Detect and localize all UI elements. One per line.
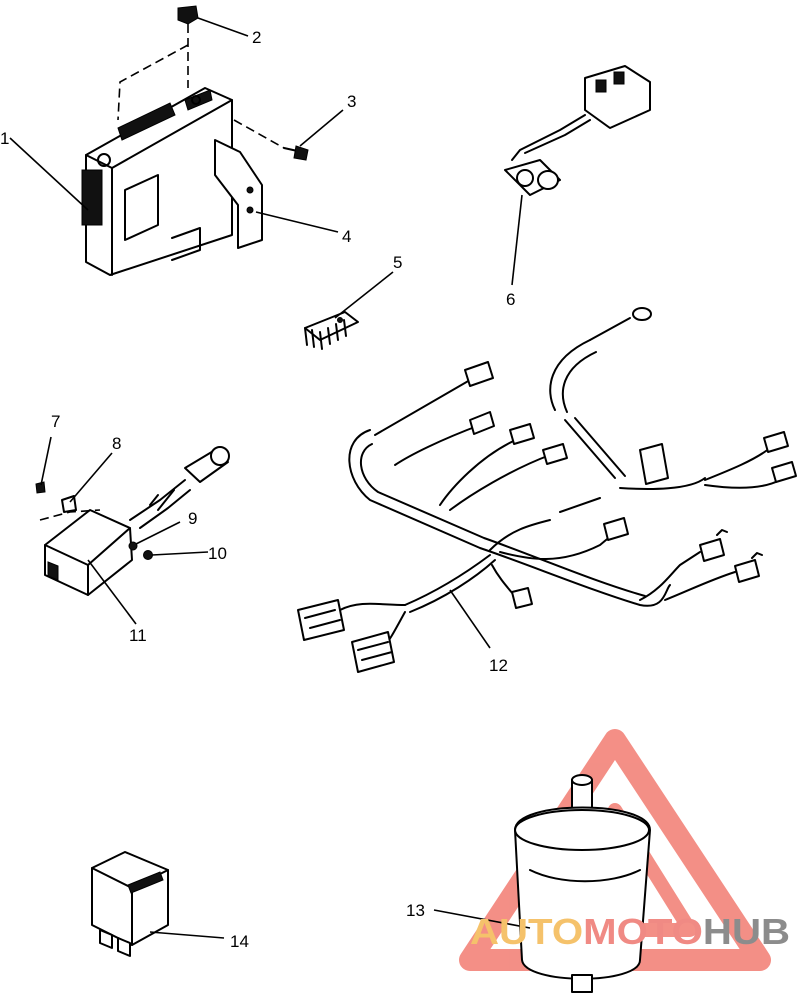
screw bbox=[117, 5, 199, 121]
watermark-auto: AUTO bbox=[470, 911, 583, 952]
watermark-moto: MOTO bbox=[583, 911, 703, 952]
callout-12: 12 bbox=[489, 656, 508, 675]
nut bbox=[143, 550, 153, 560]
callout-13: 13 bbox=[406, 901, 425, 920]
control-module bbox=[81, 87, 233, 276]
callout-4: 4 bbox=[342, 227, 351, 246]
callout-8: 8 bbox=[112, 434, 121, 453]
callout-labels: 1 2 3 4 5 6 7 8 9 10 11 12 13 14 bbox=[0, 28, 515, 951]
mounting-bracket bbox=[214, 139, 263, 249]
chip bbox=[304, 311, 359, 350]
leader-lines bbox=[9, 17, 531, 939]
callout-7: 7 bbox=[51, 412, 60, 431]
wiring-harness bbox=[297, 307, 797, 673]
callout-2: 2 bbox=[252, 28, 261, 47]
callout-1: 1 bbox=[0, 129, 9, 148]
fuel-filter bbox=[514, 774, 651, 993]
watermark-hub: HUB bbox=[703, 911, 790, 952]
washer bbox=[128, 541, 138, 551]
callout-3: 3 bbox=[347, 92, 356, 111]
relay bbox=[91, 851, 169, 957]
sensor-with-cable bbox=[44, 446, 230, 596]
callout-14: 14 bbox=[230, 932, 249, 951]
sensor bbox=[504, 65, 651, 196]
callout-6: 6 bbox=[506, 290, 515, 309]
callout-9: 9 bbox=[188, 509, 197, 528]
callout-10: 10 bbox=[208, 544, 227, 563]
callout-11: 11 bbox=[129, 626, 147, 645]
bolt bbox=[233, 119, 309, 161]
callout-5: 5 bbox=[393, 253, 402, 272]
